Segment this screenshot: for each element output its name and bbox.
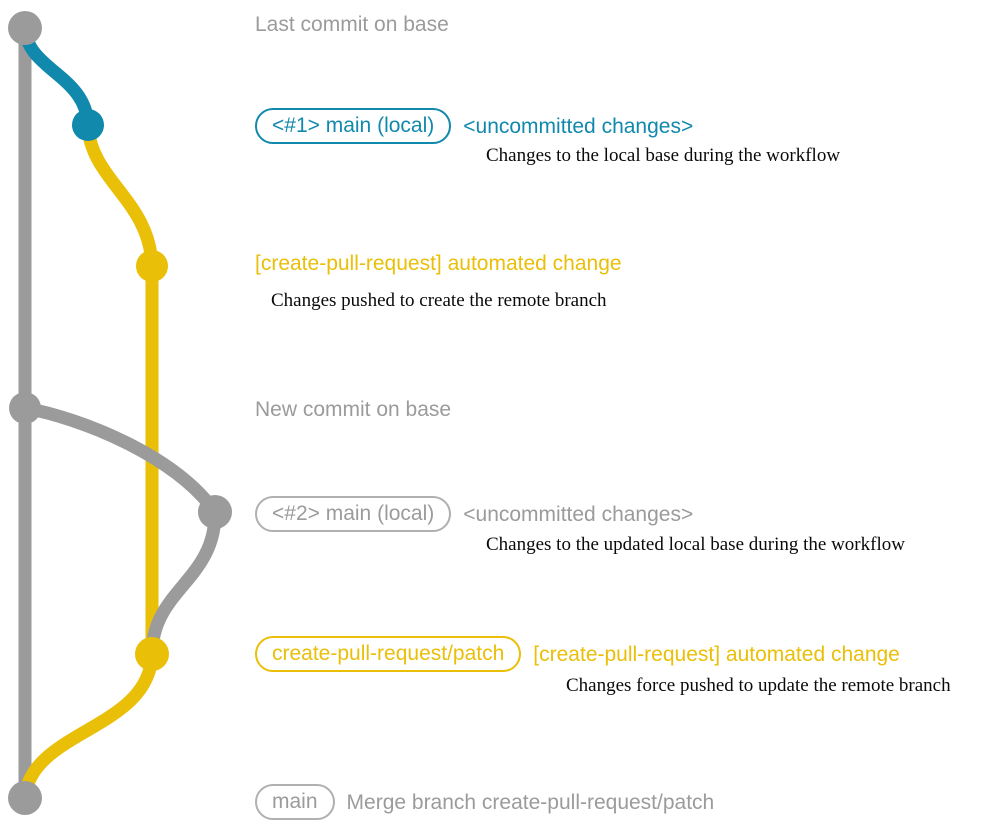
ref-badge-main-local-1[interactable]: <#1> main (local) bbox=[255, 108, 452, 144]
edge-patch-update-to-merge bbox=[18, 647, 159, 805]
commit-note: Changes force pushed to update the remot… bbox=[566, 675, 951, 696]
edge-basenew-to-local2 bbox=[18, 401, 222, 519]
ref-badge-main[interactable]: main bbox=[255, 784, 335, 820]
commit-node-local-2[interactable] bbox=[198, 495, 232, 529]
commit-subject: [create-pull-request] automated change bbox=[255, 252, 622, 275]
commit-note: Changes to the updated local base during… bbox=[486, 534, 905, 555]
commit-row-last-commit: Last commit on base bbox=[255, 14, 449, 35]
commit-row-local-2: <#2> main (local) <uncommitted changes> bbox=[255, 496, 693, 532]
commit-note: Changes pushed to create the remote bran… bbox=[271, 290, 607, 311]
commit-subject: Merge branch create-pull-request/patch bbox=[346, 790, 715, 814]
commit-node-base-head[interactable] bbox=[8, 11, 42, 45]
commit-subject: New commit on base bbox=[255, 398, 452, 421]
commit-node-patch-update[interactable] bbox=[135, 637, 169, 671]
ref-badge-create-pull-request-patch[interactable]: create-pull-request/patch bbox=[255, 636, 522, 672]
commit-row-new-base: New commit on base bbox=[255, 399, 451, 420]
commit-node-base-new[interactable] bbox=[9, 392, 41, 424]
commit-node-local-1[interactable] bbox=[72, 109, 104, 141]
commit-subject: <uncommitted changes> bbox=[463, 114, 694, 138]
commit-node-patch-create[interactable] bbox=[136, 250, 168, 282]
commit-subject: <uncommitted changes> bbox=[463, 502, 694, 526]
edge-base-to-local1 bbox=[18, 21, 95, 132]
edge-local1-to-patch-create bbox=[81, 118, 159, 273]
ref-badge-main-local-2[interactable]: <#2> main (local) bbox=[255, 496, 452, 532]
commit-row-patch-create: [create-pull-request] automated change bbox=[255, 253, 622, 274]
commit-node-merge[interactable] bbox=[8, 781, 42, 815]
commit-subject: Last commit on base bbox=[255, 13, 449, 36]
edge-local2-to-patch-update bbox=[145, 505, 222, 661]
commit-subject: [create-pull-request] automated change bbox=[533, 642, 900, 666]
commit-row-local-1: <#1> main (local) <uncommitted changes> bbox=[255, 108, 693, 144]
commit-row-patch-update: create-pull-request/patch [create-pull-r… bbox=[255, 636, 900, 672]
commit-note: Changes to the local base during the wor… bbox=[486, 145, 841, 166]
commit-row-merge: main Merge branch create-pull-request/pa… bbox=[255, 784, 714, 820]
